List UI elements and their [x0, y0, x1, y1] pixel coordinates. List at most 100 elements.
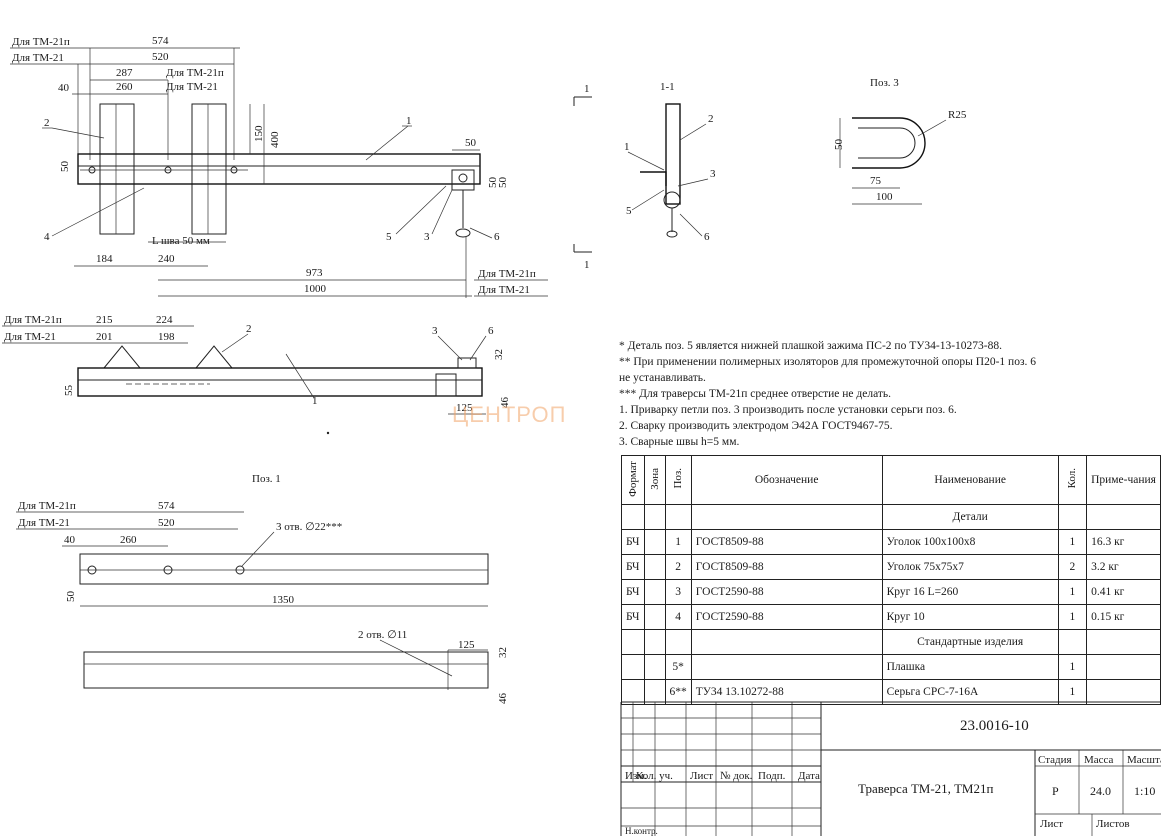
label-front-tm21: Для ТМ-21: [4, 331, 56, 343]
hdr-note: Приме-чания: [1086, 455, 1161, 505]
front-pos-6: 6: [488, 325, 494, 337]
pos3-dim-50: 50: [833, 139, 845, 151]
cell-qty: 1: [1057, 579, 1088, 605]
cell-qty: 1: [1057, 529, 1088, 555]
note-6: 3. Сварные швы h=5 мм.: [619, 436, 740, 448]
spec-row: 5* Плашка 1: [621, 654, 1161, 680]
spec-row: 6** ТУ34 13.10272-88 Серьга СРС-7-16А 1: [621, 679, 1161, 705]
label-tm21-r: Для ТМ-21: [478, 284, 530, 296]
front-pos-3: 3: [432, 325, 438, 337]
spec-section-details: Детали: [621, 504, 1161, 530]
dim-1000: 1000: [304, 283, 327, 295]
mass-label: Масса: [1084, 754, 1114, 766]
dim-50-r2: 50: [497, 177, 509, 189]
cut-mark-top: 1: [584, 83, 590, 95]
pos1-holes-11: 2 отв. ∅11: [358, 629, 407, 641]
notes: * Деталь поз. 5 является нижней плашкой …: [619, 338, 1139, 450]
pos1-dim-40: 40: [64, 534, 76, 546]
cell-pos: 4: [664, 604, 692, 630]
cell-pos: 1: [664, 529, 692, 555]
pos-marker-4: 4: [44, 231, 50, 243]
pos1-dim-46: 46: [497, 693, 509, 705]
dim-260: 260: [116, 81, 133, 93]
pos-marker-5: 5: [386, 231, 392, 243]
col-date: Дата: [798, 770, 820, 782]
dim-215: 215: [96, 314, 113, 326]
scale-value: 1:10: [1134, 784, 1156, 798]
pos1-dim-520: 520: [158, 517, 175, 529]
label-tm21p: Для ТМ-21п: [12, 36, 70, 48]
top-view: Для ТМ-21п Для ТМ-21 574 520 287 Для ТМ-…: [10, 35, 548, 298]
title-block-grid: [620, 701, 1161, 836]
section-standard: Стандартные изделия: [881, 629, 1059, 655]
cell-qty: 2: [1057, 554, 1088, 580]
hdr-qty: Кол.: [1057, 455, 1088, 505]
cell-qty: 1: [1057, 654, 1088, 680]
cell-name: Уголок 75х75х7: [881, 554, 1059, 580]
pos3-title: Поз. 3: [870, 77, 899, 89]
dim-46: 46: [499, 397, 511, 409]
cell-designation: ГОСТ8509-88: [690, 529, 883, 555]
front-pos-2: 2: [246, 323, 252, 335]
col-izm: Изм.: [625, 770, 647, 782]
cell-designation: ТУ34 13.10272-88: [690, 679, 883, 705]
pos1-dim-125: 125: [458, 639, 475, 651]
cell-format: БЧ: [621, 554, 645, 580]
cell-designation: ГОСТ2590-88: [690, 579, 883, 605]
pos3-dim-75: 75: [870, 175, 882, 187]
dim-201: 201: [96, 331, 113, 343]
section-title: 1-1: [660, 81, 675, 93]
mass-value: 24.0: [1090, 784, 1111, 798]
note-3: *** Для траверсы ТМ-21п среднее отверсти…: [619, 388, 892, 400]
approved-label: Н.контр.: [625, 826, 658, 836]
cell-name: Круг 10: [881, 604, 1059, 630]
dim-32: 32: [493, 349, 505, 360]
section-pos-3: 3: [710, 168, 716, 180]
cell-pos: 5*: [664, 654, 692, 680]
pos1-title: Поз. 1: [252, 473, 281, 485]
cell-format: БЧ: [621, 529, 645, 555]
spec-table: Формат Зона Поз. Обозначение Наименовани…: [621, 455, 1161, 705]
spec-row: БЧ 2 ГОСТ8509-88 Уголок 75х75х7 2 3.2 кг: [621, 554, 1161, 580]
cell-name: Серьга СРС-7-16А: [881, 679, 1059, 705]
cell-note: 0.15 кг: [1086, 604, 1161, 630]
label-tm21-2: Для ТМ-21: [166, 81, 218, 93]
dim-520: 520: [152, 51, 169, 63]
document-name: Траверса ТМ-21, ТМ21п: [858, 781, 994, 796]
pos3-dim-r25: R25: [948, 109, 967, 121]
note-4: 1. Приварку петли поз. 3 производить пос…: [619, 404, 957, 416]
dim-287: 287: [116, 67, 133, 79]
col-kol: Кол. уч.: [636, 770, 673, 782]
pos1-detail: Поз. 1 Для ТМ-21п Для ТМ-21 574 520 40 2…: [16, 473, 509, 704]
dim-50-r1: 50: [487, 177, 499, 189]
dim-55: 55: [63, 385, 75, 397]
dim-184: 184: [96, 253, 113, 265]
cell-note: 16.3 кг: [1086, 529, 1161, 555]
weld-note: L шва 50 мм: [152, 235, 210, 247]
cell-note: 0.41 кг: [1086, 579, 1161, 605]
note-1: * Деталь поз. 5 является нижней плашкой …: [619, 340, 1002, 352]
pos1-dim-32: 32: [497, 647, 509, 658]
hdr-pos: Поз.: [664, 455, 692, 505]
scale-label: Масштаб: [1127, 754, 1161, 766]
hdr-name: Наименование: [881, 455, 1059, 505]
section-pos-5: 5: [626, 205, 632, 217]
label-tm21: Для ТМ-21: [12, 52, 64, 64]
pos-marker-1: 1: [406, 115, 412, 127]
pos1-dim-574: 574: [158, 500, 175, 512]
spec-row: БЧ 4 ГОСТ2590-88 Круг 10 1 0.15 кг: [621, 604, 1161, 630]
col-list: Лист: [690, 770, 714, 782]
spec-row: БЧ 3 ГОСТ2590-88 Круг 16 L=260 1 0.41 кг: [621, 579, 1161, 605]
section-pos-2: 2: [708, 113, 714, 125]
pos3-dim-100: 100: [876, 191, 893, 203]
note-2-cont: не устанавливать.: [619, 372, 706, 384]
cell-format: БЧ: [621, 579, 645, 605]
stage-value: Р: [1052, 784, 1059, 798]
dim-973: 973: [306, 267, 323, 279]
spec-section-standard: Стандартные изделия: [621, 629, 1161, 655]
label-front-tm21p: Для ТМ-21п: [4, 314, 62, 326]
label-tm21p-r: Для ТМ-21п: [478, 268, 536, 280]
label-tm21p-2: Для ТМ-21п: [166, 67, 224, 79]
cell-name: Плашка: [881, 654, 1059, 680]
section-pos-6: 6: [704, 231, 710, 243]
